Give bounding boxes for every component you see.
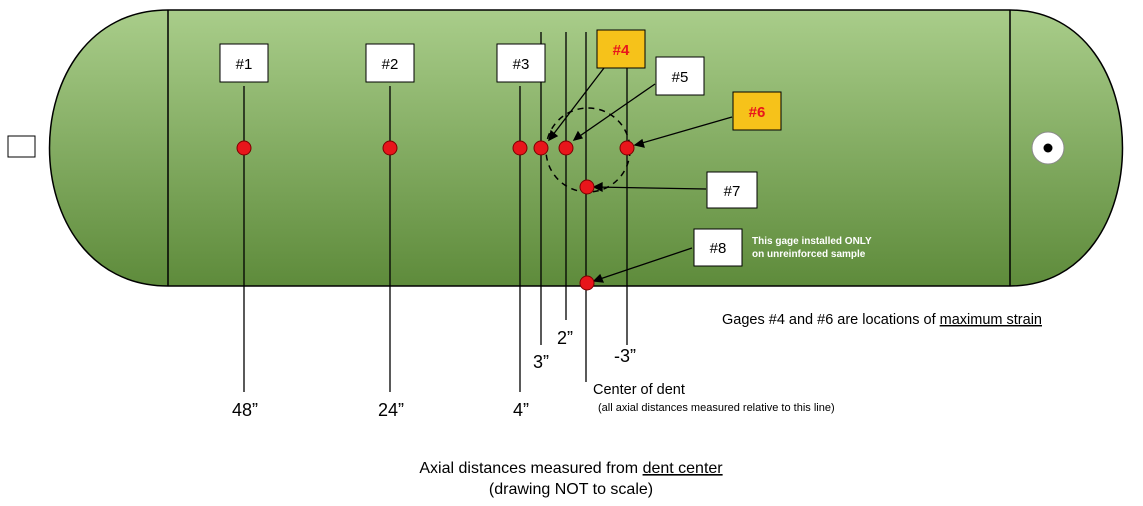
arrow-8 bbox=[593, 247, 693, 282]
max-strain-note: Gages #4 and #6 are locations of maximum… bbox=[722, 312, 1042, 328]
arrow-4-head bbox=[548, 129, 559, 142]
max-strain-underlined: maximum strain bbox=[940, 312, 1042, 328]
arrows bbox=[548, 67, 733, 283]
max-strain-prefix: Gages #4 and #6 are locations of bbox=[722, 312, 940, 328]
gage-dot-5 bbox=[558, 140, 574, 156]
arrow-5 bbox=[573, 83, 656, 141]
gage-label-text-6: #6 bbox=[749, 104, 766, 121]
gage-label-7: #7 bbox=[706, 171, 758, 209]
gage-label-text-3: #3 bbox=[513, 56, 530, 73]
distance-48: 48” bbox=[232, 400, 258, 420]
center-of-dent-label: Center of dent bbox=[593, 382, 685, 398]
gage-label-text-5: #5 bbox=[672, 69, 689, 86]
gage-box-8 bbox=[693, 228, 743, 267]
distance-4: 4” bbox=[513, 400, 529, 420]
distance-3: 3” bbox=[533, 352, 549, 372]
gage-label-1: #1 bbox=[219, 43, 269, 83]
caption-prefix: Axial distances measured from bbox=[419, 460, 642, 477]
gage-dot-8 bbox=[579, 275, 595, 291]
distance-minus-3: -3” bbox=[614, 346, 636, 366]
gage-label-5: #5 bbox=[655, 56, 705, 96]
arrow-8-head bbox=[592, 273, 605, 283]
distance-24: 24” bbox=[378, 400, 404, 420]
gage-label-text-4: #4 bbox=[613, 42, 630, 59]
gage-label-text-2: #2 bbox=[382, 56, 399, 73]
arrow-6-head bbox=[633, 138, 645, 148]
arrow-4 bbox=[548, 67, 605, 141]
caption-line1: Axial distances measured from dent cente… bbox=[419, 460, 723, 477]
gage-dot-7 bbox=[579, 179, 595, 195]
gage-box-5 bbox=[655, 56, 705, 96]
gage-label-6: #6 bbox=[732, 91, 782, 131]
gage-box-6 bbox=[732, 91, 782, 131]
gage8-note-line2: on unreinforced sample bbox=[752, 249, 866, 260]
gage-label-text-7: #7 bbox=[724, 183, 741, 200]
gage-box-4 bbox=[596, 29, 646, 69]
gage-box-3 bbox=[496, 43, 546, 83]
gage-label-8: #8 bbox=[693, 228, 743, 267]
arrow-6 bbox=[634, 116, 733, 146]
distance-2: 2” bbox=[557, 328, 573, 348]
arrow-7-head bbox=[592, 181, 603, 193]
gage-label-text-1: #1 bbox=[236, 56, 253, 73]
gage-box-2 bbox=[365, 43, 415, 83]
gage-label-text-8: #8 bbox=[710, 240, 727, 257]
gage-dot-2 bbox=[382, 140, 398, 156]
arrow-7 bbox=[593, 186, 707, 190]
arrow-5-head bbox=[572, 130, 584, 141]
gage-dot-6 bbox=[619, 140, 635, 156]
gage-lines bbox=[243, 32, 628, 392]
gage8-note-line1: This gage installed ONLY bbox=[752, 236, 872, 247]
tank-nozzle bbox=[7, 135, 36, 158]
gage-dots bbox=[236, 140, 635, 291]
gage-dot-3 bbox=[512, 140, 528, 156]
gage-label-4: #4 bbox=[596, 29, 646, 69]
caption-line2: (drawing NOT to scale) bbox=[489, 481, 653, 498]
center-of-dent-note: (all axial distances measured relative t… bbox=[598, 402, 835, 414]
gage-label-2: #2 bbox=[365, 43, 415, 83]
tank-port-center bbox=[1043, 143, 1053, 153]
gage-dot-4 bbox=[533, 140, 549, 156]
gage-dot-1 bbox=[236, 140, 252, 156]
gage-box-7 bbox=[706, 171, 758, 209]
gage-label-3: #3 bbox=[496, 43, 546, 83]
gage-box-1 bbox=[219, 43, 269, 83]
caption-underlined: dent center bbox=[643, 460, 724, 477]
